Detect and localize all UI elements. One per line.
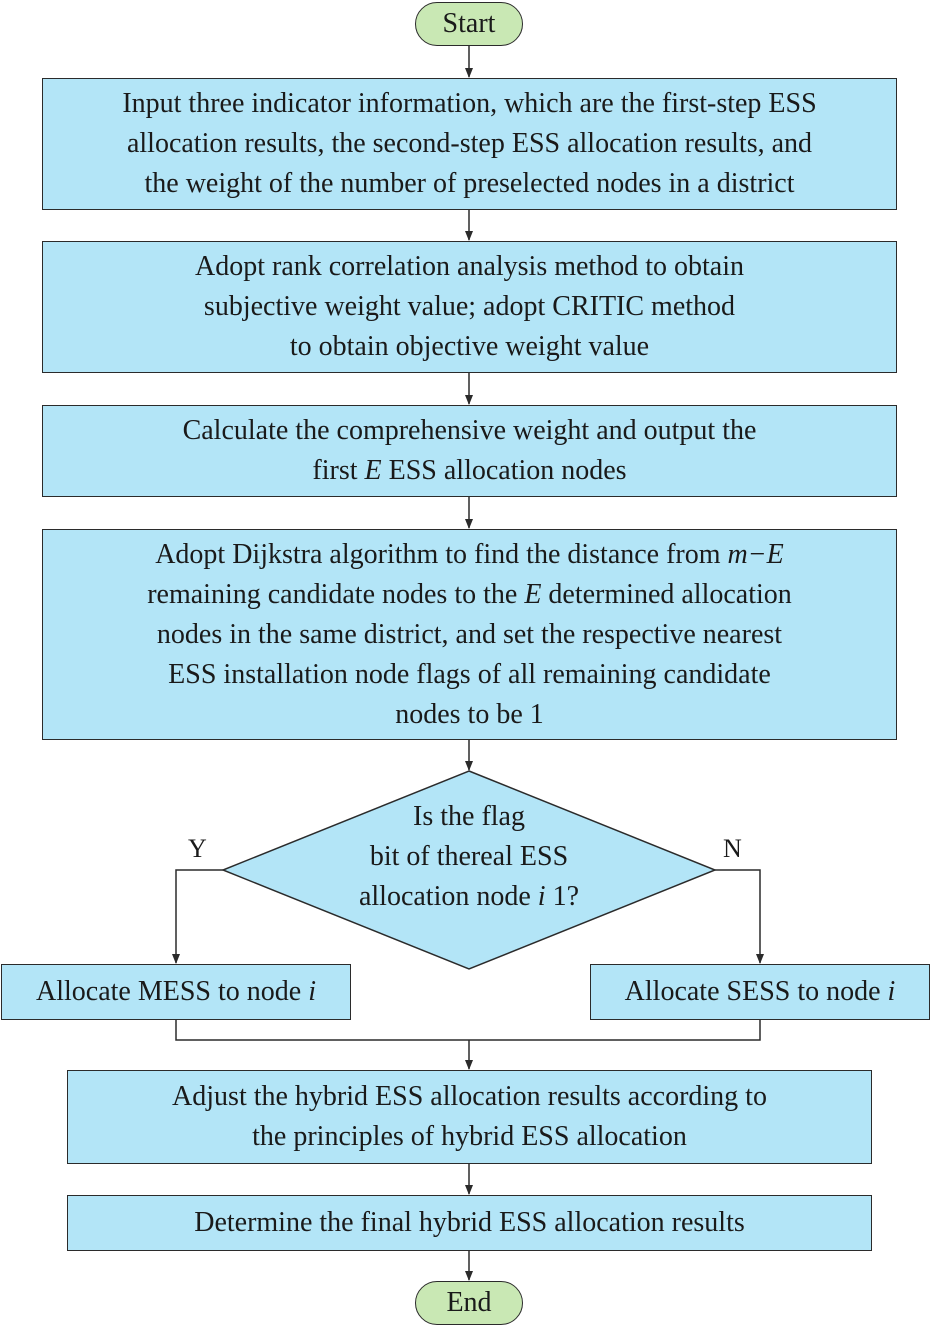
step-final-results: Determine the final hybrid ESS allocatio…	[67, 1195, 872, 1251]
decision-line2: bit of thereal ESS	[369, 841, 569, 872]
step3-line2: first E ESS allocation nodes	[312, 455, 627, 486]
step4-line2: remaining candidate nodes to the E deter…	[147, 578, 792, 610]
decision-diamond	[220, 770, 718, 970]
end-terminal: End	[415, 1281, 523, 1325]
step5-line1: Adjust the hybrid ESS allocation results…	[172, 1081, 767, 1112]
step1-line2: allocation results, the second-step ESS …	[126, 128, 813, 159]
step4-line3: nodes in the same district, and set the …	[156, 618, 783, 650]
step-input-indicators: Input three indicator information, which…	[42, 78, 897, 210]
step2-line1: Adopt rank correlation analysis method t…	[195, 251, 744, 282]
arrow-no-branch	[715, 869, 764, 964]
step1-line1: Input three indicator information, which…	[122, 88, 817, 119]
step-dijkstra: Adopt Dijkstra algorithm to find the dis…	[42, 529, 897, 740]
step-adjust-hybrid: Adjust the hybrid ESS allocation results…	[67, 1070, 872, 1164]
step2-line3: to obtain objective weight value	[289, 331, 650, 362]
step5-line2: the principles of hybrid ESS allocation	[252, 1121, 687, 1152]
no-label: N	[723, 834, 742, 863]
step3-line1: Calculate the comprehensive weight and o…	[182, 415, 757, 446]
decision-line3: allocation node i 1?	[358, 881, 580, 912]
allocate-sess-var: i	[887, 976, 896, 1007]
step4-line5: nodes to be 1	[395, 698, 544, 730]
step1-line3: the weight of the number of preselected …	[144, 168, 795, 199]
allocate-sess-box: Allocate SESS to node i	[590, 964, 930, 1020]
yes-label: Y	[188, 834, 207, 863]
merge-line	[175, 1020, 761, 1041]
step4-line4: ESS installation node flags of all remai…	[168, 658, 771, 690]
allocate-mess-box: Allocate MESS to node i	[1, 964, 351, 1020]
decision-line1: Is the flag	[413, 801, 525, 832]
start-label: Start	[442, 8, 496, 39]
step-comprehensive-weight: Calculate the comprehensive weight and o…	[42, 405, 897, 497]
step6-label: Determine the final hybrid ESS allocatio…	[194, 1207, 745, 1238]
decision-text: Is the flag bit of thereal ESS allocatio…	[269, 797, 669, 917]
step4-line1: Adopt Dijkstra algorithm to find the dis…	[155, 538, 784, 570]
allocate-mess-var: i	[308, 976, 316, 1007]
allocate-mess-label: Allocate MESS to node	[36, 976, 309, 1007]
start-terminal: Start	[415, 2, 523, 46]
arrow-yes-branch	[172, 869, 223, 964]
step2-line2: subjective weight value; adopt CRITIC me…	[203, 291, 736, 322]
step-weight-methods: Adopt rank correlation analysis method t…	[42, 241, 897, 373]
allocate-sess-label: Allocate SESS to node	[624, 976, 888, 1007]
end-label: End	[446, 1287, 492, 1318]
